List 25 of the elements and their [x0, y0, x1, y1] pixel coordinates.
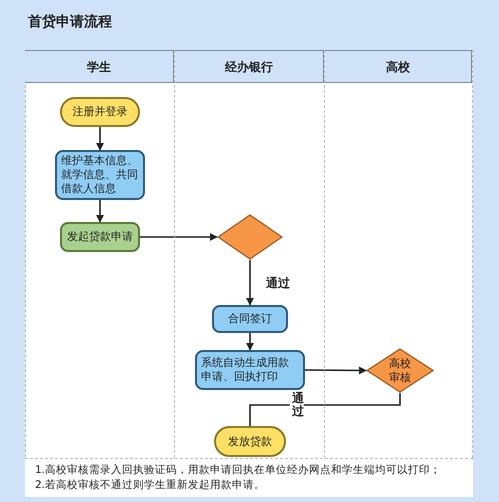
terminator-box: 注册并登录: [60, 97, 140, 127]
decision-diamond: 高校审核: [366, 348, 434, 393]
lane-header: 经办银行: [175, 50, 324, 83]
diagram-title: 首贷申请流程: [28, 12, 112, 32]
swimlane: [25, 50, 175, 458]
process-box: 发起贷款申请: [60, 222, 140, 252]
swimlane: [325, 50, 473, 458]
arrow: [305, 366, 367, 374]
edge-label: 通过: [266, 276, 290, 290]
arrow: [96, 127, 104, 151]
arrow: [96, 200, 104, 223]
process-box: 维护基本信息、就学信息、共同借款人信息: [55, 150, 145, 200]
decision-diamond: [217, 214, 283, 260]
process-box: 合同签订: [212, 305, 288, 333]
note-text: 1.高校审核需录入回执验证码，用款申请回执在单位经办网点和学生端均可以打印；: [35, 463, 442, 478]
process-box: 系统自动生成用款申请、回执打印: [195, 350, 305, 390]
lane-header: 学生: [25, 50, 174, 83]
note-text: 2.若高校审核不通过则学生重新发起用款申请。: [35, 478, 266, 493]
edge-label: 通过: [290, 392, 304, 418]
arrow: [140, 233, 218, 241]
lane-header: 高校: [325, 50, 472, 83]
arrow: [246, 260, 254, 306]
swimlane: [175, 50, 325, 458]
arrow: [246, 333, 254, 351]
terminator-box: 发放贷款: [214, 426, 286, 457]
